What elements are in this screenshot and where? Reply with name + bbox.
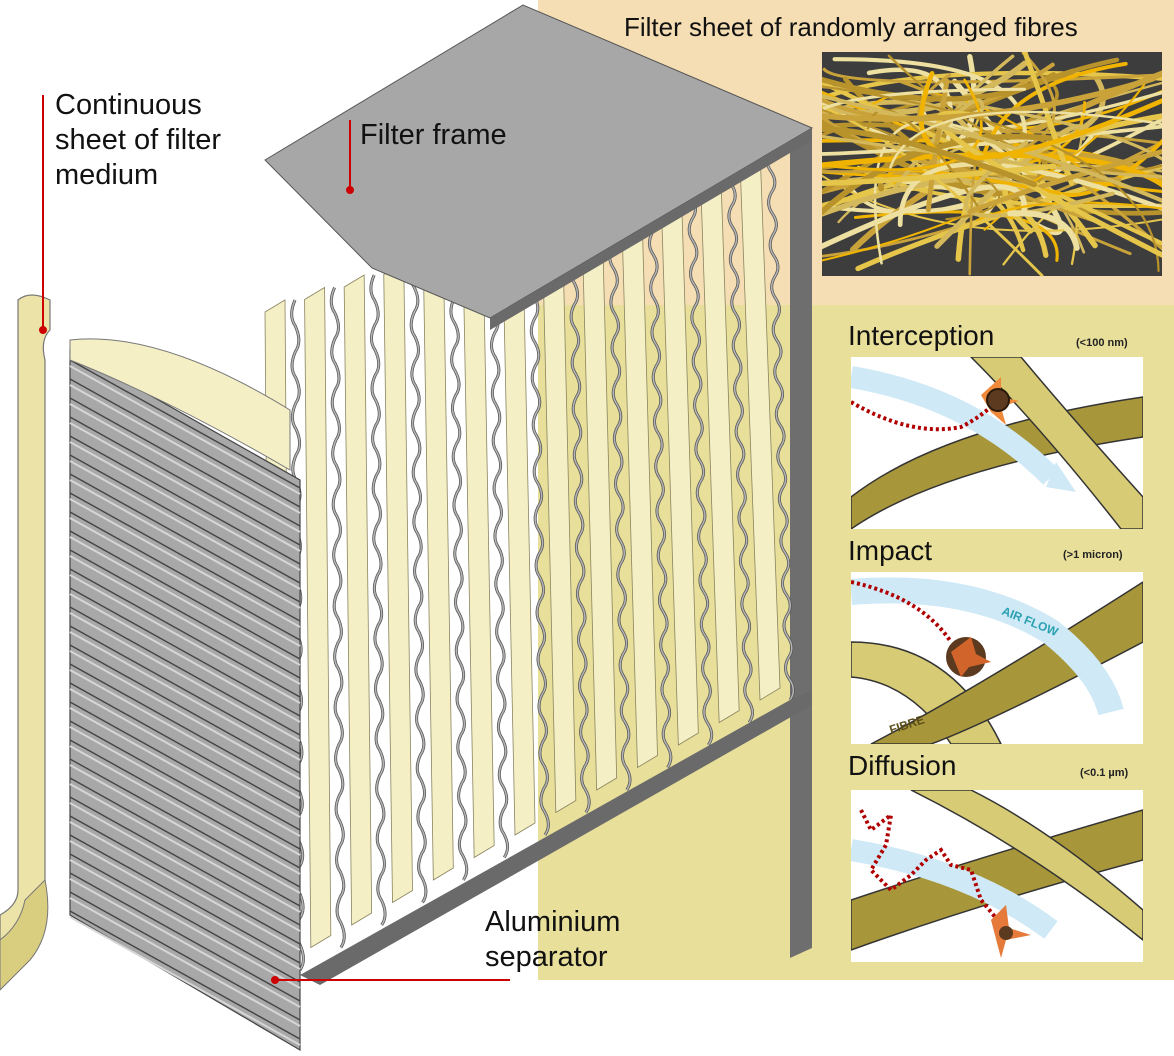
filter-frame-top: [264, 4, 814, 319]
diffusion-size: (<0.1 µm): [1080, 767, 1129, 779]
frame-side-wall: [790, 128, 812, 958]
interception-size: (<100 nm): [1076, 337, 1128, 349]
filter-frame-top-edge: [490, 128, 812, 330]
impact-size: (>1 micron): [1063, 549, 1123, 561]
aluminium-separator-label: Aluminium separator: [485, 906, 621, 973]
interception-diagram: [851, 357, 1143, 529]
continuous-sheet-label: Continuous sheet of filter medium: [55, 89, 222, 191]
pleat-layers: [264, 149, 795, 971]
frame-bottom-edge: [300, 690, 812, 985]
filter-frame-label: Filter frame: [360, 119, 507, 151]
filter-medium-curl: [0, 294, 51, 956]
aluminium-separator: [69, 338, 301, 1052]
diffusion-title: Diffusion: [848, 750, 957, 781]
fibre-sheet-image: [822, 52, 1162, 276]
interception-title: Interception: [848, 320, 995, 351]
fibre-sheet-title: Filter sheet of randomly arranged fibres: [624, 12, 1078, 42]
diffusion-diagram: [851, 790, 1143, 962]
impact-title: Impact: [848, 535, 933, 566]
impact-diagram: AIR FLOW FIBRE: [851, 572, 1143, 744]
